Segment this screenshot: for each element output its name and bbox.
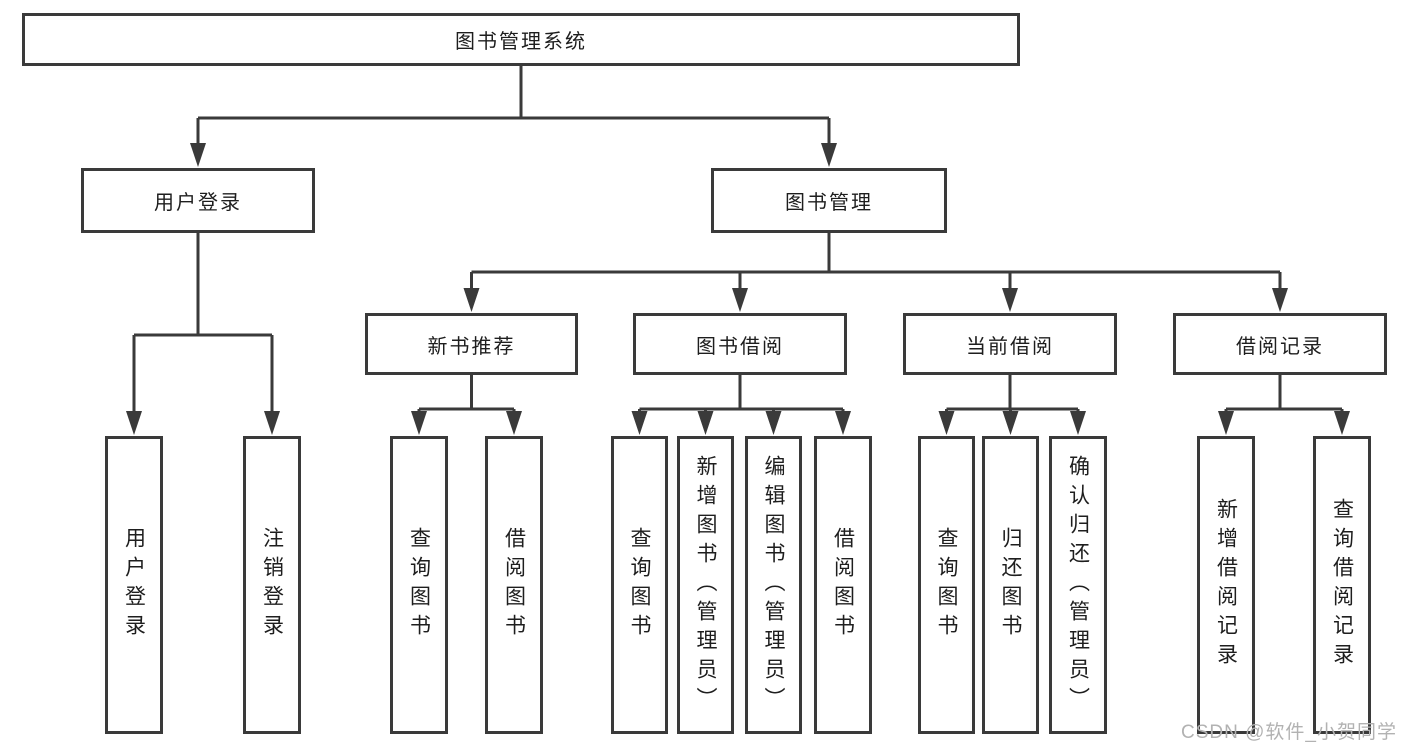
root-node-label: 图书管理系统 xyxy=(455,31,587,53)
leaf-add-books-admin-label: 新增图书（管理员） xyxy=(694,454,717,716)
leaf-query-books-borrow: 查询图书 xyxy=(611,436,668,734)
leaf-return-books-label: 归还图书 xyxy=(999,527,1022,643)
leaf-add-books-admin: 新增图书（管理员） xyxy=(677,436,734,734)
leaf-confirm-return-admin: 确认归还（管理员） xyxy=(1049,436,1107,734)
leaf-user-login: 用户登录 xyxy=(105,436,163,734)
leaf-edit-books-admin-label: 编辑图书（管理员） xyxy=(762,454,785,716)
leaf-return-books: 归还图书 xyxy=(982,436,1039,734)
leaf-add-borrow-record: 新增借阅记录 xyxy=(1197,436,1255,734)
csdn-watermark: CSDN @软件_小贺同学 xyxy=(1181,722,1397,743)
node-user-login-label: 用户登录 xyxy=(154,192,242,214)
node-book-management-label: 图书管理 xyxy=(785,192,873,214)
arrowheads xyxy=(126,143,1350,435)
leaf-edit-books-admin: 编辑图书（管理员） xyxy=(745,436,802,734)
leaf-query-borrow-record: 查询借阅记录 xyxy=(1313,436,1371,734)
node-new-book-recommend-label: 新书推荐 xyxy=(427,335,516,358)
leaf-confirm-return-admin-label: 确认归还（管理员） xyxy=(1066,454,1090,716)
leaf-query-books-recommend-label: 查询图书 xyxy=(407,527,431,643)
leaf-query-borrow-record-label: 查询借阅记录 xyxy=(1330,498,1354,672)
node-borrowing-records-label: 借阅记录 xyxy=(1236,335,1324,358)
node-new-book-recommend: 新书推荐 xyxy=(365,313,578,375)
leaf-query-books-current: 查询图书 xyxy=(918,436,975,734)
leaf-query-books-borrow-label: 查询图书 xyxy=(628,527,651,643)
node-book-borrowing-label: 图书借阅 xyxy=(696,335,784,358)
leaf-logout-label: 注销登录 xyxy=(260,527,284,643)
leaf-add-borrow-record-label: 新增借阅记录 xyxy=(1214,498,1238,672)
node-borrowing-records: 借阅记录 xyxy=(1173,313,1387,375)
leaf-borrow-books: 借阅图书 xyxy=(814,436,872,734)
node-user-login: 用户登录 xyxy=(81,168,315,233)
node-current-borrowing: 当前借阅 xyxy=(903,313,1117,375)
leaf-borrow-books-recommend-label: 借阅图书 xyxy=(502,527,526,643)
leaf-user-login-label: 用户登录 xyxy=(122,527,146,643)
leaf-query-books-current-label: 查询图书 xyxy=(935,527,958,643)
leaf-borrow-books-label: 借阅图书 xyxy=(831,527,855,643)
leaf-logout: 注销登录 xyxy=(243,436,301,734)
root-node-library-system: 图书管理系统 xyxy=(22,13,1020,66)
node-current-borrowing-label: 当前借阅 xyxy=(966,335,1054,358)
node-book-management: 图书管理 xyxy=(711,168,947,233)
node-book-borrowing: 图书借阅 xyxy=(633,313,847,375)
leaf-borrow-books-recommend: 借阅图书 xyxy=(485,436,543,734)
leaf-query-books-recommend: 查询图书 xyxy=(390,436,448,734)
